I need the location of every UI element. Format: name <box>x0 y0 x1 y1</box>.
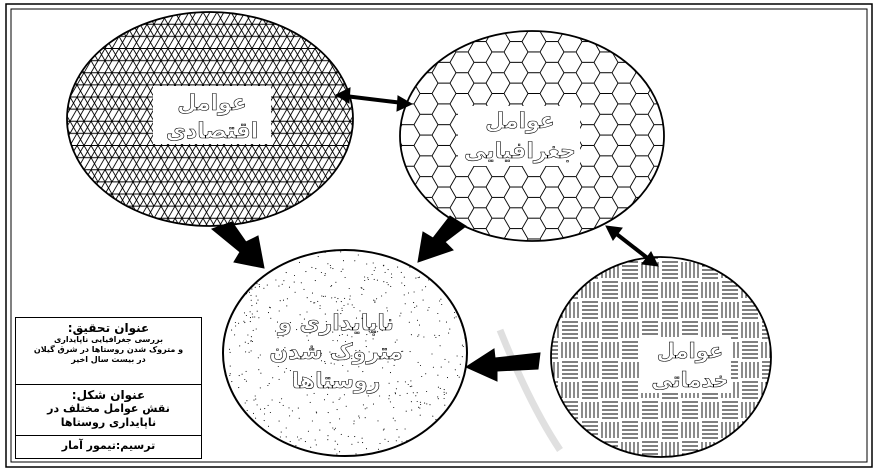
services-label-line1: عوامل <box>657 339 723 363</box>
drawn-by-cell: ترسیم:تیمور آمار <box>16 436 201 458</box>
geographic-label-line1: عوامل <box>485 109 555 134</box>
arrowhead-up <box>605 225 623 241</box>
outer-frame-outer <box>5 3 873 468</box>
center-label-line2: متروک شدن <box>269 340 402 365</box>
economic-label-line1: عوامل <box>177 91 247 116</box>
services-label-line2: خدماتی <box>651 368 728 392</box>
research-title-heading: عنوان تحقیق: <box>67 321 150 335</box>
research-title-cell: عنوان تحقیق: بررسی جغرافیایی ناپایداری و… <box>16 318 201 385</box>
arrow-geographic-to-center <box>417 215 467 263</box>
economic-label-line2: اقتصادی <box>166 119 258 144</box>
research-title-line3: در بیست سال اخیر <box>71 355 146 364</box>
node-geographic: عوامل جغرافیایی <box>399 30 665 242</box>
arrow-economic-to-center <box>210 221 265 269</box>
arrow-economic-geographic <box>344 94 404 105</box>
node-economic: عوامل اقتصادی <box>66 11 354 227</box>
figure-title-line1: نقش عوامل مختلف در <box>47 402 170 415</box>
drawn-by: ترسیم:تیمور آمار <box>61 439 156 452</box>
center-label-line1: ناپایداری و <box>277 311 394 336</box>
figure-title-heading: عنوان شکل: <box>71 388 146 402</box>
info-box: عنوان تحقیق: بررسی جغرافیایی ناپایداری و… <box>15 317 202 459</box>
geographic-label-line2: جغرافیایی <box>464 139 576 164</box>
figure-title-line2: ناپایداری روستاها <box>60 416 157 429</box>
arrow-services-to-center <box>464 348 541 382</box>
outer-frame-inner <box>10 8 868 463</box>
node-services: عوامل خدماتی <box>550 256 772 458</box>
node-center: ناپایداری و متروک شدن روستاها <box>222 249 468 457</box>
figure-title-cell: عنوان شکل: نقش عوامل مختلف در ناپایداری … <box>16 385 201 436</box>
center-label-line3: روستاها <box>292 369 381 394</box>
arrow-geographic-services <box>612 230 652 262</box>
research-title-line1: بررسی جغرافیایی ناپایداری <box>53 335 164 344</box>
research-title-line2: و متروک شدن روستاها در شرق گیلان <box>33 345 184 354</box>
